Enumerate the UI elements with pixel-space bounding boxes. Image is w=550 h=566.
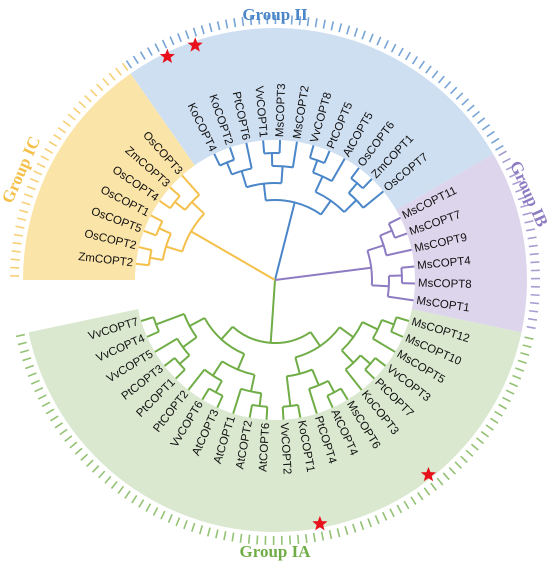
group-label-IC: Group IC: [0, 133, 44, 206]
star-marker: [312, 515, 328, 531]
leaf-label: MsCOPT3: [274, 83, 288, 137]
star-marker: [187, 37, 203, 52]
group-label-II: Group II: [242, 5, 308, 24]
leaf-label: MsCOPT4: [417, 255, 472, 272]
outer-tick-ring: [10, 14, 541, 546]
tree-branches: [135, 140, 415, 420]
star-marker: [159, 48, 175, 64]
group-sectors: [23, 27, 528, 533]
leaf-label: MsCOPT8: [418, 278, 472, 291]
sector-II: [130, 27, 494, 211]
star-marker: [420, 466, 437, 482]
sector-IB: [396, 154, 528, 333]
marker-stars: [159, 37, 437, 531]
sector-IA: [28, 309, 522, 533]
sector-IC: [23, 73, 195, 280]
leaf-label: VvCOPT2: [278, 422, 293, 474]
group-label-IA: Group IA: [239, 542, 311, 561]
leaf-label: VvCOPT1: [252, 85, 268, 138]
leaf-label: AtCOPT6: [257, 422, 272, 472]
